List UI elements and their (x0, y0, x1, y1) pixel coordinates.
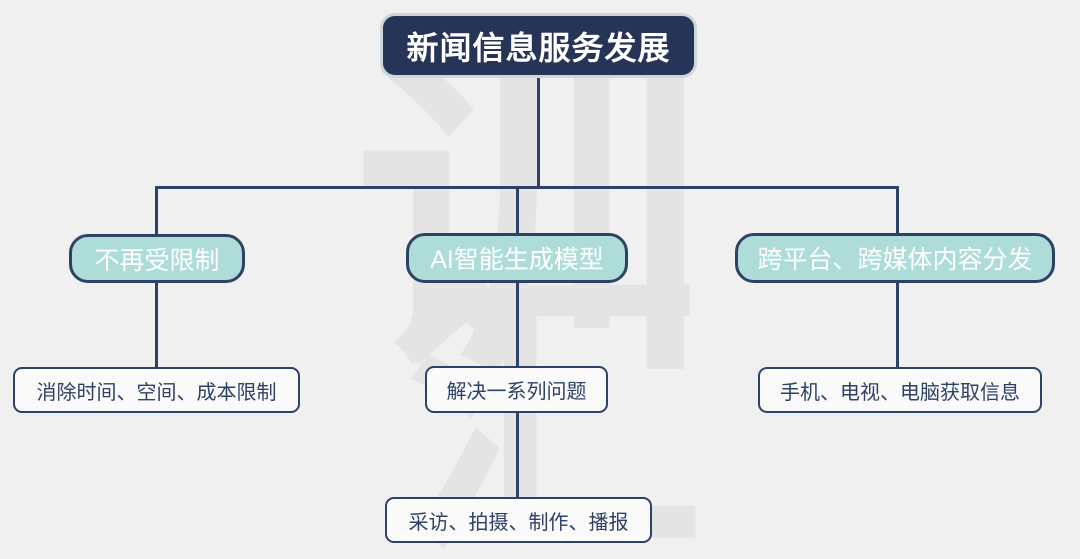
connector-drop-middle (516, 186, 519, 234)
leaf-node-label: 解决一系列问题 (446, 381, 587, 403)
connector-left-child (155, 282, 158, 369)
leaf-node-production-steps[interactable]: 采访、拍摄、制作、播报 (385, 497, 652, 543)
branch-node-label: 不再受限制 (94, 246, 220, 275)
leaf-node-solve-problems[interactable]: 解决一系列问题 (425, 366, 608, 413)
connector-drop-right (896, 186, 899, 234)
leaf-node-label: 手机、电视、电脑获取信息 (780, 381, 1020, 404)
connector-middle-grandchild (516, 412, 519, 498)
branch-node-cross-platform[interactable]: 跨平台、跨媒体内容分发 (735, 233, 1055, 283)
leaf-node-label: 采访、拍摄、制作、播报 (408, 511, 629, 534)
leaf-node-label: 消除时间、空间、成本限制 (36, 381, 277, 404)
branch-node-no-limits[interactable]: 不再受限制 (69, 234, 245, 283)
branch-node-ai-model[interactable]: AI智能生成模型 (406, 233, 628, 283)
leaf-node-devices-info[interactable]: 手机、电视、电脑获取信息 (758, 367, 1042, 413)
branch-node-label: AI智能生成模型 (430, 246, 604, 274)
branch-node-label: 跨平台、跨媒体内容分发 (757, 246, 1033, 274)
watermark-char-1: 训 (355, 24, 705, 415)
connector-root-down (537, 78, 540, 188)
connector-right-child (896, 282, 899, 369)
connector-horizontal (155, 186, 899, 189)
root-node-label: 新闻信息服务发展 (406, 29, 671, 66)
leaf-node-remove-limits[interactable]: 消除时间、空间、成本限制 (13, 367, 300, 413)
connector-middle-child (516, 282, 519, 367)
connector-drop-left (155, 186, 158, 235)
root-node[interactable]: 新闻信息服务发展 (380, 13, 697, 78)
